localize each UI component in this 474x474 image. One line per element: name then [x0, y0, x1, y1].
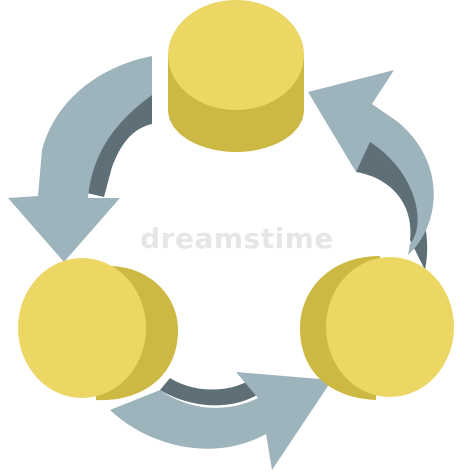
- right-arrow: [308, 70, 434, 270]
- right-arrow-inner-wall: [356, 140, 428, 270]
- left-arrow-inner-wall: [74, 95, 152, 197]
- top-disc-face: [168, 0, 304, 110]
- left-disc: [18, 258, 178, 401]
- right-disc-face: [326, 257, 454, 397]
- left-arrow-body: [8, 56, 152, 262]
- right-disc: [300, 256, 454, 400]
- bottom-arrow: [110, 372, 332, 470]
- top-disc: [168, 0, 304, 152]
- left-disc-face: [18, 258, 146, 398]
- bottom-arrow-inner-wall: [160, 378, 262, 406]
- bottom-arrow-body: [110, 372, 332, 470]
- right-arrow-body: [308, 70, 434, 255]
- left-arrow: [8, 56, 152, 262]
